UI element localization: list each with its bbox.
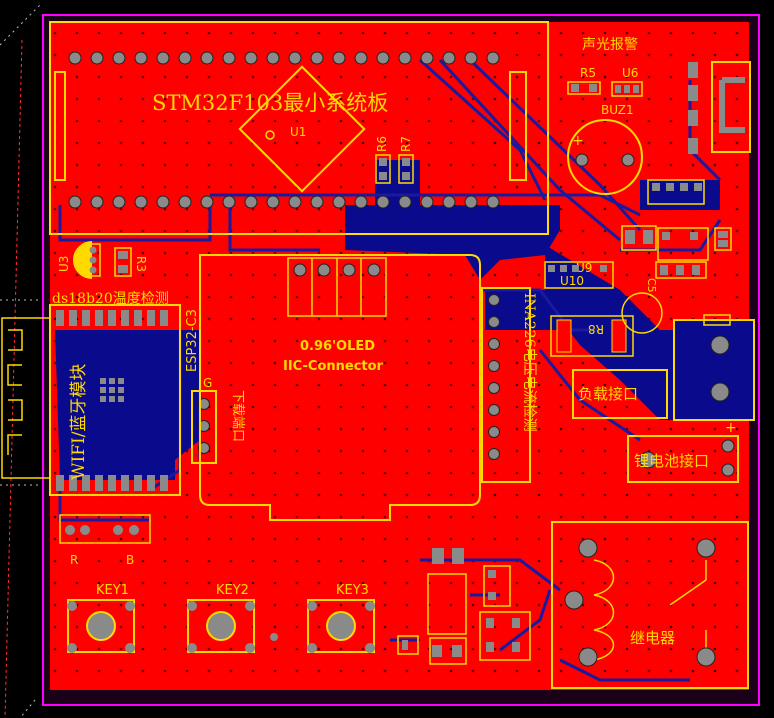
relay-title: 继电器 <box>630 629 675 647</box>
smd-cluster <box>621 179 732 279</box>
smd-pads <box>625 183 728 275</box>
ds18b20-title: ds18b20温度检测 <box>52 291 169 307</box>
esp32-module: WIFI/蓝牙模块 ESP32-C3 G <box>1 304 212 496</box>
esp32-thermal-pad <box>100 378 124 402</box>
esp32-pads-top <box>56 310 168 326</box>
u3-label: U3 <box>57 256 71 272</box>
oled-pins <box>293 263 381 277</box>
resistor-r6-r7: R6 R7 <box>375 136 414 184</box>
alarm-section: 声光报警 R5 U6 BUZ1 + <box>567 37 643 195</box>
relay: 继电器 <box>551 521 749 689</box>
ina226-title: INA226电压电流检测 <box>521 293 537 432</box>
via-misc <box>270 633 278 641</box>
mcu-header-bottom-pins <box>68 195 500 209</box>
load-port: 负载接口 <box>572 314 755 421</box>
r3-label: R3 <box>134 256 148 272</box>
led-r-label: R <box>70 553 78 567</box>
rgb-led: R B <box>59 514 151 567</box>
usb-connector <box>688 61 751 154</box>
esp32-pads-bottom <box>56 475 168 491</box>
r7-label: R7 <box>399 136 413 152</box>
key2-label: KEY2 <box>216 583 249 598</box>
c5-capacitor <box>621 292 663 334</box>
buzzer <box>567 119 643 195</box>
svg-text:+: + <box>725 420 737 436</box>
battery-port-title: 锂电池接口 <box>634 452 709 470</box>
relay-driver-pads <box>402 548 520 657</box>
battery-port: 锂电池接口 + <box>627 420 739 483</box>
svg-text:+: + <box>572 133 584 149</box>
esp32-g-label: G <box>203 376 212 390</box>
buz1-label: BUZ1 <box>601 103 634 117</box>
oled-connector: 0.96'OLED IIC-Connector <box>199 254 481 521</box>
esp32-label: ESP32-C3 <box>185 309 200 372</box>
led-b-label: B <box>126 553 134 567</box>
r5-label: R5 <box>580 66 596 80</box>
mcu-header-top-pins <box>68 51 500 65</box>
red-dashed-guide <box>4 39 23 718</box>
key3-label: KEY3 <box>336 583 369 598</box>
key1-label: KEY1 <box>96 583 129 598</box>
ds18b20-sensor: U3 R3 ds18b20温度检测 <box>52 241 169 307</box>
r8-label: R8 <box>588 322 604 336</box>
alarm-title: 声光报警 <box>582 37 638 53</box>
key1: KEY1 <box>67 583 135 653</box>
relay-driver <box>397 565 531 665</box>
oled-title-line1: 0.96'OLED <box>300 339 375 354</box>
load-port-title: 负载接口 <box>578 385 638 403</box>
download-port-title: 下载端口 <box>230 390 245 442</box>
oled-title-line2: IIC-Connector <box>283 359 384 374</box>
wifi-bt-title: WIFI/蓝牙模块 <box>69 364 89 480</box>
key2: KEY2 <box>187 583 255 653</box>
mcu-board: STM32F103最小系统板 U1 <box>49 21 549 235</box>
relay-pins <box>564 538 716 667</box>
mcu-title: STM32F103最小系统板 <box>152 91 388 115</box>
u10-label: U10 <box>560 274 584 288</box>
u9-label: U9 <box>576 261 592 275</box>
key3: KEY3 <box>307 583 375 653</box>
mcu-ref: U1 <box>290 125 306 139</box>
r6-label: R6 <box>375 136 389 152</box>
download-port: 下载端口 <box>191 390 245 464</box>
c5-label: C5 <box>645 278 658 293</box>
grid-lines <box>0 4 45 718</box>
ina226-module: INA226电压电流检测 U9 U10 R8 C5 <box>481 261 663 483</box>
u6-label: U6 <box>622 66 638 80</box>
ina226-pins <box>488 294 500 460</box>
